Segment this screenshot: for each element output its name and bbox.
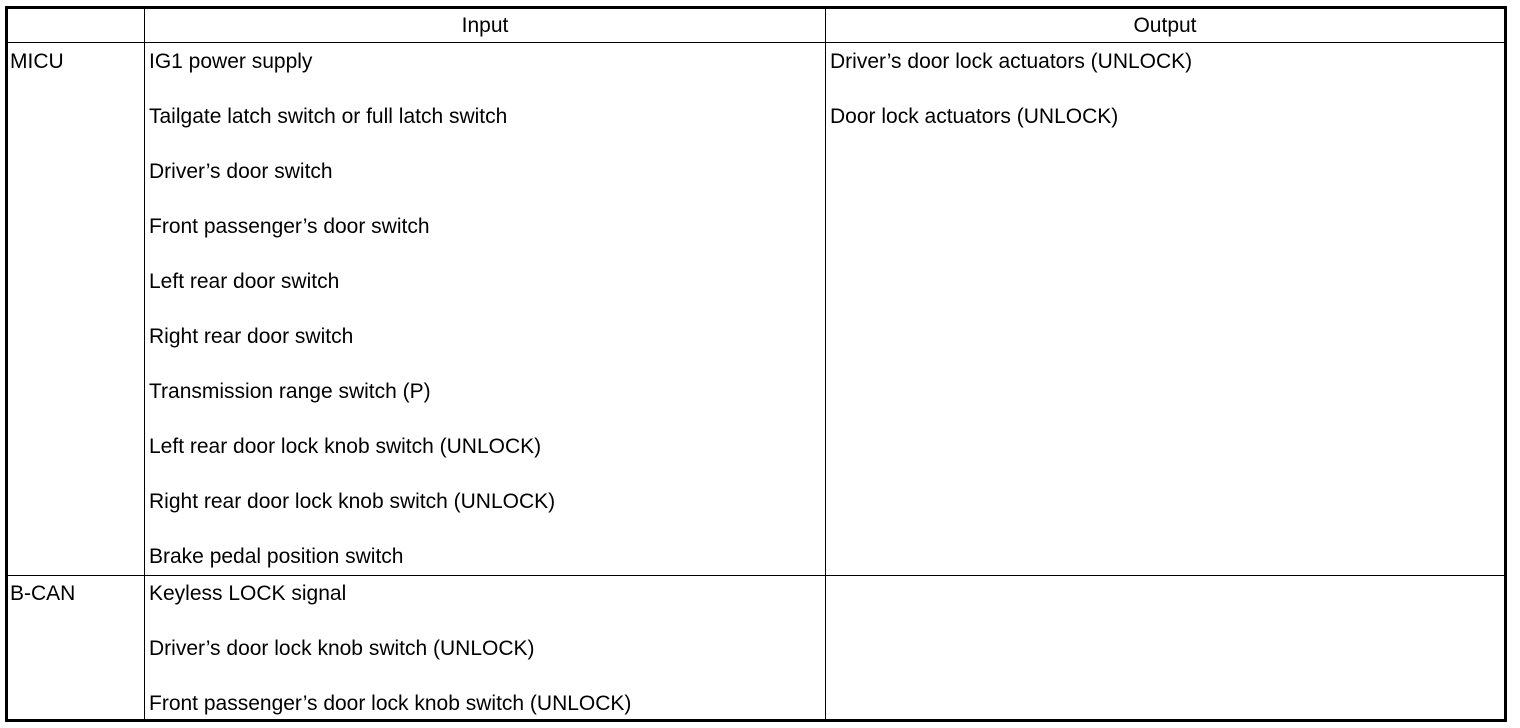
- input-item: Tailgate latch switch or full latch swit…: [149, 105, 508, 128]
- column-header-output: Output: [1133, 13, 1197, 37]
- column-divider: [144, 6, 145, 722]
- input-item: Front passenger’s door lock knob switch …: [149, 692, 632, 715]
- input-item: Brake pedal position switch: [149, 545, 404, 568]
- row-label-micu: MICU: [10, 50, 64, 73]
- row-divider: [5, 575, 1507, 576]
- header-divider: [5, 42, 1507, 43]
- input-item: IG1 power supply: [149, 50, 313, 73]
- input-item: Transmission range switch (P): [149, 380, 431, 403]
- input-item: Front passenger’s door switch: [149, 215, 430, 238]
- input-item: Left rear door lock knob switch (UNLOCK): [149, 435, 542, 458]
- input-item: Right rear door switch: [149, 325, 354, 348]
- output-item: Driver’s door lock actuators (UNLOCK): [830, 50, 1193, 73]
- column-header-input: Input: [461, 13, 509, 37]
- output-item: Door lock actuators (UNLOCK): [830, 105, 1119, 128]
- input-item: Driver’s door lock knob switch (UNLOCK): [149, 637, 535, 660]
- input-item: Right rear door lock knob switch (UNLOCK…: [149, 490, 556, 513]
- input-item: Keyless LOCK signal: [149, 582, 347, 605]
- table-frame: [5, 6, 1507, 722]
- column-divider: [825, 6, 826, 722]
- input-item: Driver’s door switch: [149, 160, 333, 183]
- row-label-bcan: B-CAN: [10, 582, 76, 605]
- input-item: Left rear door switch: [149, 270, 340, 293]
